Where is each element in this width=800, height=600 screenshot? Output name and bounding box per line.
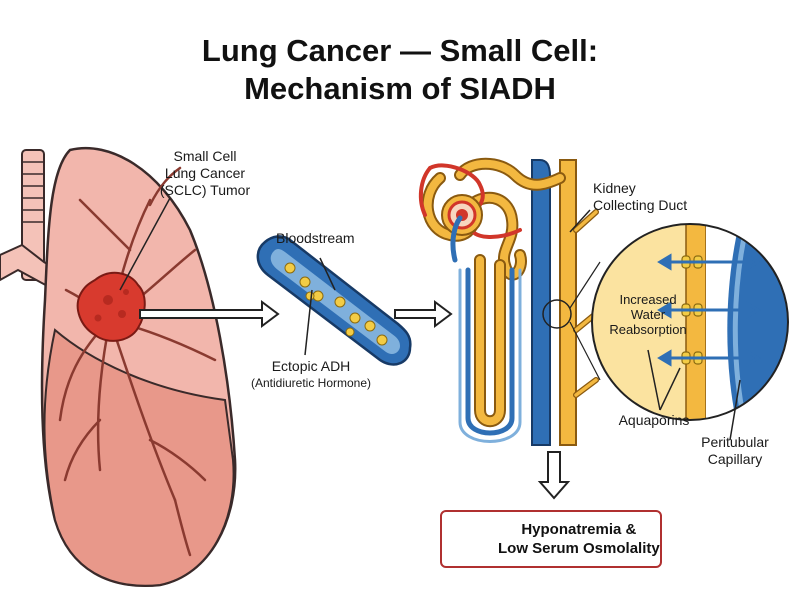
- bloodstream-vessel: [256, 235, 412, 366]
- lung-illustration: [0, 146, 237, 587]
- nephron: [418, 157, 601, 446]
- reabsorption-label: Increased Water Reabsorption: [609, 292, 687, 337]
- bloodstream-label: Bloodstream: [276, 230, 355, 246]
- capillary-label: Peritubular Capillary: [701, 434, 769, 467]
- result-text: Hyponatremia & Low Serum Osmolality: [498, 521, 660, 557]
- arrow-to-bloodstream: [139, 300, 280, 328]
- result-box: Hyponatremia & Low Serum Osmolality: [440, 510, 662, 568]
- title-line-1: Lung Cancer — Small Cell:: [201, 33, 599, 68]
- arrow-to-kidney: [394, 300, 453, 328]
- tumor-label: Small Cell Lung Cancer (SCLC) Tumor: [159, 148, 251, 198]
- arrow-to-result: [537, 451, 571, 500]
- adh-label: Ectopic ADH (Antidiuretic Hormone): [250, 358, 372, 390]
- water-flow-arrows: [657, 253, 761, 367]
- collecting-duct: [559, 159, 577, 446]
- adh-molecules: [284, 262, 388, 346]
- kidney-label: Kidney Collecting Duct: [593, 180, 688, 213]
- title-line-2: Mechanism of SIADH: [244, 71, 556, 106]
- aquaporins-label: Aquaporins: [618, 412, 690, 428]
